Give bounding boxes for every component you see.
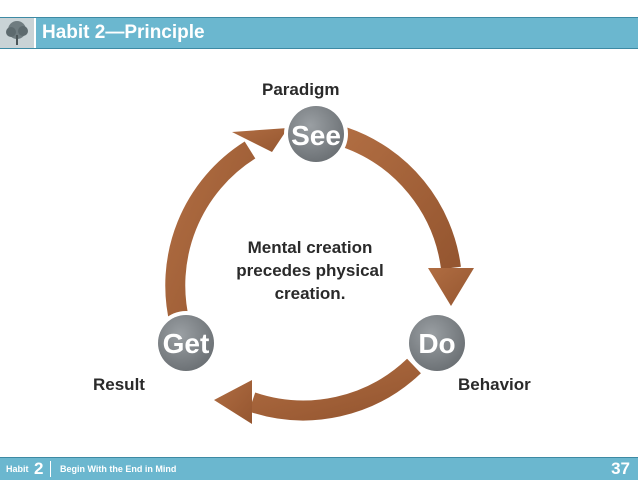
label-result: Result: [93, 375, 145, 394]
node-do: Do: [405, 311, 469, 375]
node-see: See: [284, 102, 348, 166]
center-line-1: Mental creation: [247, 238, 373, 257]
node-do-text: Do: [418, 328, 455, 359]
footer-divider: [50, 461, 51, 477]
node-see-text: See: [291, 120, 341, 151]
page-number: 37: [611, 459, 630, 478]
center-statement: Mental creation precedes physical creati…: [210, 236, 410, 305]
footer-habit-label: Habit: [6, 464, 29, 474]
arrow-get-to-see: [165, 128, 288, 327]
label-paradigm: Paradigm: [262, 80, 340, 99]
center-line-3: creation.: [274, 284, 346, 303]
node-get-text: Get: [163, 328, 210, 359]
arrow-do-to-get: [214, 358, 421, 424]
slide-header: Habit 2—Principle: [0, 17, 638, 49]
node-get: Get: [154, 311, 218, 375]
label-behavior: Behavior: [458, 375, 531, 394]
center-line-2: precedes physical: [236, 261, 384, 280]
arrow-see-to-do: [340, 127, 474, 306]
footer-habit-number: 2: [34, 459, 44, 478]
footer-subtitle: Begin With the End in Mind: [60, 464, 177, 474]
slide-footer: Habit 2 Begin With the End in Mind 37: [0, 457, 638, 480]
tree-logo-icon: [0, 18, 36, 48]
slide-title: Habit 2—Principle: [42, 22, 205, 43]
